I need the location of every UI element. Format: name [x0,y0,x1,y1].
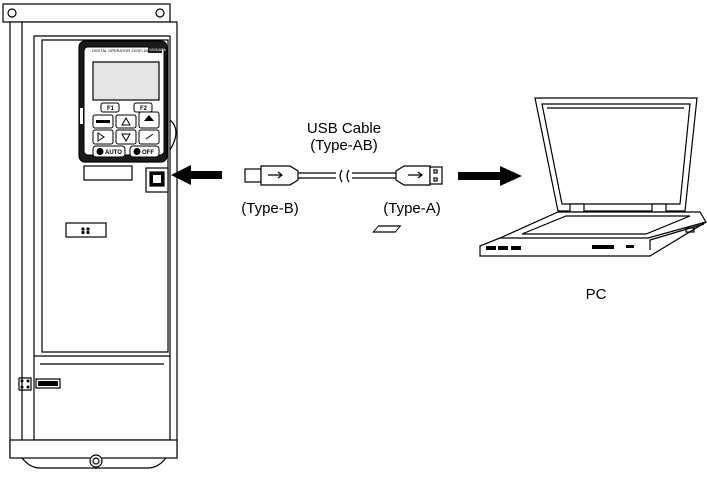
enter-icon [145,133,154,140]
f1-button[interactable] [100,102,120,113]
up-arrow-icon [121,116,131,126]
type-b-label: (Type-B) [241,200,299,217]
usb-symbol-a-icon [408,171,423,179]
up-button[interactable] [115,114,137,129]
drive-nameplate [35,378,61,389]
bottom-screw-icon [89,454,103,468]
usb-a-contact-top [433,169,438,174]
laptop-front-details [486,245,634,250]
arrow-to-pc [458,166,522,186]
laptop-keyboard [521,215,691,235]
laptop-hinge-right [651,203,667,213]
right-arrow-icon [97,132,105,142]
reset-button[interactable] [92,129,114,145]
keypad-brand-text: YASKAWA [149,48,166,52]
drive-side-bulge [169,119,177,151]
laptop-touchpad [372,225,402,233]
usb-cable [244,165,443,186]
usb-type-a-plug-tip [429,166,443,185]
off-led-icon [133,148,141,155]
keypad-side-leds [80,108,83,124]
drive-label-plate [65,222,107,238]
auto-led-icon [96,148,104,155]
bottom-screw-center-icon [92,457,100,465]
down-arrow-icon [121,133,131,143]
drive-status-window [83,165,133,181]
arrow-left-icon [171,165,191,185]
cable-title-line1: USB Cable [306,120,382,137]
drive-label-dots [20,227,90,389]
arrow-right-icon [500,166,522,186]
drive-usb-b-socket-inner [153,175,161,183]
cable-title-line2: (Type-AB) [310,137,378,154]
drive-top-flange [2,3,171,23]
arrow-to-drive [171,165,222,185]
down-button[interactable] [115,129,137,145]
esc-icon [96,120,110,123]
type-a-label: (Type-A) [383,200,441,217]
auto-label: AUTO [105,150,122,156]
cable-break-icon [339,169,350,183]
mount-hole-top-right-icon [155,8,165,18]
brand-logo-icon [18,377,32,391]
arrow-to-drive-shaft [190,171,222,179]
laptop-screen [541,103,691,205]
pc-label: PC [585,286,607,303]
arrow-to-pc-shaft [458,172,500,180]
usb-type-b-plug-tip [244,168,262,183]
f1-label: F1 [107,106,115,112]
keypad-operator: DIGITAL OPERATOR JVOP-180 YASKAWA F1 F2 … [78,40,168,163]
laptop-base-edge [479,221,707,247]
mount-hole-top-left-icon [7,8,17,18]
laptop-side-port [685,227,695,233]
drive-front-cover-inner [41,39,169,353]
cable-right-segment [352,172,396,179]
keypad-brand-badge [148,46,162,53]
drive-bottom-foot [21,457,167,469]
usb-symbol-b-icon [268,171,283,179]
f2-label: F2 [140,106,148,112]
off-label: OFF [142,150,154,156]
laptop-hinge-left [569,203,585,213]
cable-left-segment [298,172,336,179]
keypad-header-text: DIGITAL OPERATOR JVOP-180 [92,48,151,53]
keypad-lcd-screen [92,61,160,101]
usb-a-contact-bottom [433,177,438,182]
home-icon [144,115,154,121]
laptop-pc [372,97,707,257]
